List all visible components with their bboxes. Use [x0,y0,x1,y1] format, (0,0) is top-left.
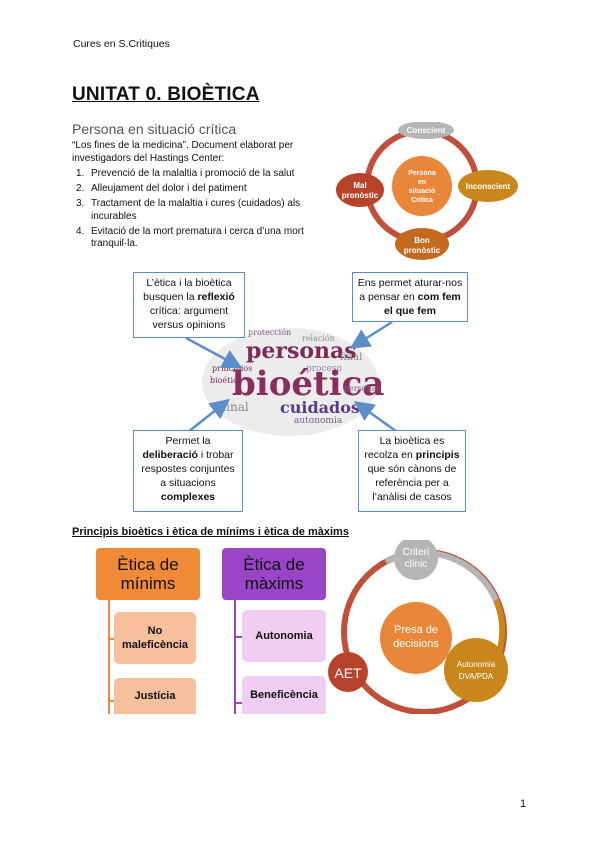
node-right [458,170,518,202]
maxims-item: Beneficència [242,676,326,714]
aims-list: 1.Prevenció de la malaltia i promoció de… [72,168,342,253]
svg-text:pronòstic: pronòstic [404,246,441,255]
svg-text:Criteri: Criteri [403,547,430,558]
node-top [394,540,438,580]
cycle-center [380,602,452,674]
callout-com-fem: Ens permet aturar-nos a pensar en com fe… [352,272,468,322]
svg-text:AET: AET [334,665,362,681]
word: relación [302,334,335,343]
svg-text:DVA/PDA: DVA/PDA [459,672,494,681]
maxims-item: Autonomia [242,610,326,662]
callout-deliberacio: Permet la deliberació i trobar respostes… [133,430,243,512]
node-left [336,173,384,207]
word: protección [248,328,292,337]
node-top [398,122,454,139]
cycle-center [392,156,452,216]
word: final [222,400,249,414]
page-title: UNITAT 0. BIOÈTICA [72,84,260,105]
word-cloud: protección relación personas final proce… [202,328,384,436]
list-item: 4.Evitació de la mort prematura i cerca … [76,225,304,250]
svg-text:pronòstic: pronòstic [342,191,379,200]
center-line: Crítica [411,197,433,204]
intro-paragraph: “Los fines de la medicina”. Document ela… [72,140,294,164]
list-item: 2.Alleujament del dolor i del patiment [76,183,247,194]
connector-line [108,700,118,702]
list-item: 3.Tractament de la malaltia i cures (cui… [76,198,301,222]
svg-text:Autonomia: Autonomia [457,660,496,669]
callout-principis: La bioètica es recolza en principis que … [358,430,466,512]
page-number: 1 [520,798,527,810]
word: bioética [210,376,243,385]
connector-line [108,600,110,714]
connector-line [108,638,118,640]
word: personas [344,384,381,393]
node-top-label: Conscient [407,126,446,135]
svg-text:Presa de: Presa de [394,624,438,636]
svg-text:clínic: clínic [405,559,428,570]
section-heading: Principis bioètics i ètica de mínims i è… [72,526,349,538]
callout-reflexio: L’ètica i la bioètica busquen la reflexi… [133,272,245,338]
word: bioética [232,364,385,404]
connector-line [234,600,236,714]
word: principios [212,364,253,373]
node-bottom [395,228,449,260]
svg-text:decisions: decisions [393,638,439,650]
running-header: Cures en S.Critiques [73,38,170,50]
center-line: Persona [408,170,436,177]
svg-text:Mal: Mal [353,181,366,190]
word: cuidados [280,398,360,417]
word: final [340,352,363,363]
connector-line [234,702,244,704]
node-left [328,652,368,692]
patient-state-cycle-diagram: Persona en situació Crítica Conscient In… [336,122,518,260]
list-item: 1.Prevenció de la malaltia i promoció de… [76,168,295,179]
center-line: en [418,179,426,186]
etica-minims-header: Ètica de mínims [96,548,200,600]
minims-item: Justícia [114,678,196,714]
minims-item: No maleficència [114,612,196,664]
word: autonomia [294,416,343,426]
word: personas [246,338,357,364]
section-subtitle: Persona en situació crítica [72,121,237,137]
connector-line [234,636,244,638]
word: proceso [306,364,342,374]
etica-maxims-header: Ètica de màxims [222,548,326,600]
node-right-label: Inconscient [466,182,511,191]
decision-cycle-diagram: Presa de decisions Criteri clínic Autono… [328,540,508,714]
center-line: situació [409,188,435,195]
svg-text:Bon: Bon [414,236,430,245]
node-right [444,638,508,702]
